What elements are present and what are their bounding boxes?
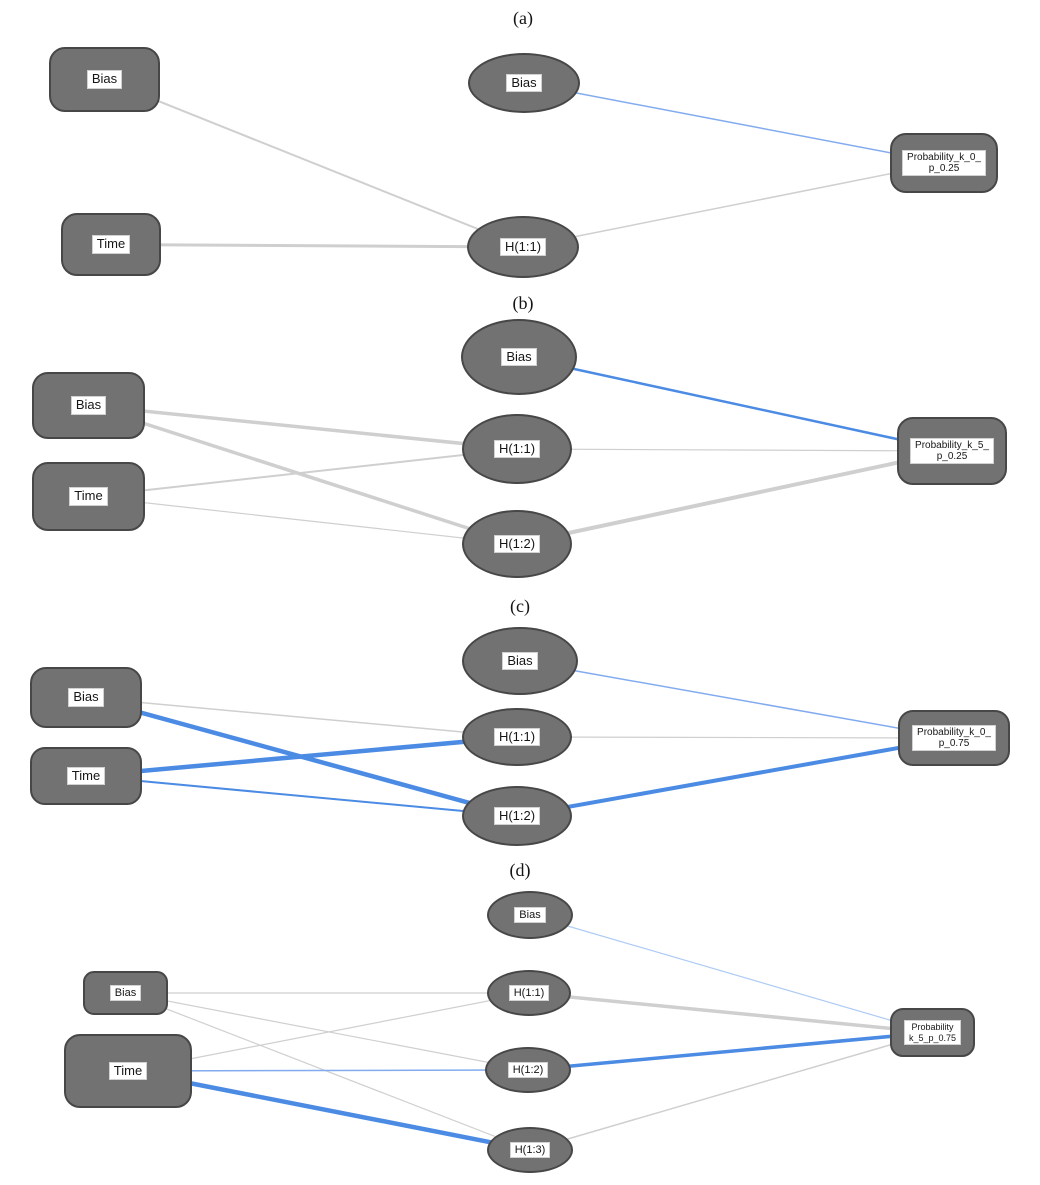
panel-d-edge-h3-to-output (529, 1031, 934, 1151)
panel-a-edge-bias-to-output (523, 82, 945, 164)
panel-c-edge-input-time-to-h1 (83, 734, 520, 779)
panel-c-edge-input-time-to-h2 (85, 775, 518, 817)
panel-c-label: (c) (510, 596, 530, 616)
panel-d-edge-input-time-to-h1 (127, 992, 530, 1072)
panel-a-edge-h1-to-output (522, 162, 945, 248)
panel-d-edge-input-time-to-h3 (125, 1068, 533, 1153)
panel-a-label: (a) (513, 8, 533, 28)
panel-b-edge-bias-to-output (517, 355, 954, 453)
panel-c-edge-input-bias-to-h1 (85, 696, 518, 738)
panel-c-edge-h1-to-output (516, 736, 955, 739)
panel-d-edge-input-bias-to-h2 (124, 992, 529, 1071)
panel-b-edge-h2-to-output (515, 449, 954, 546)
panel-d-edge-bias-to-output (529, 914, 934, 1034)
panel-d-label: (d) (509, 860, 531, 880)
panel-d-edge-input-time-to-h2 (127, 1069, 529, 1072)
panel-c-edge-bias-to-output (519, 660, 955, 739)
panel-c-edge-h2-to-output (515, 736, 956, 818)
panel-b-edge-input-bias-to-h2 (86, 403, 519, 546)
panel-d-edge-input-bias-to-h3 (124, 992, 531, 1151)
panel-a-edge-input-bias-to-h1 (103, 78, 524, 248)
panel-d-edge-h2-to-output (526, 1030, 935, 1072)
panel-d-edge-h1-to-output (527, 991, 935, 1035)
panel-b-edge-input-time-to-h1 (87, 448, 518, 498)
panel-b-edge-input-bias-to-h1 (86, 403, 519, 451)
panel-b-label: (b) (512, 293, 534, 313)
panel-b-edge-input-time-to-h2 (87, 495, 518, 545)
panel-a-edge-input-time-to-h1 (109, 243, 525, 249)
panel-b-edge-h1-to-output (516, 448, 953, 452)
